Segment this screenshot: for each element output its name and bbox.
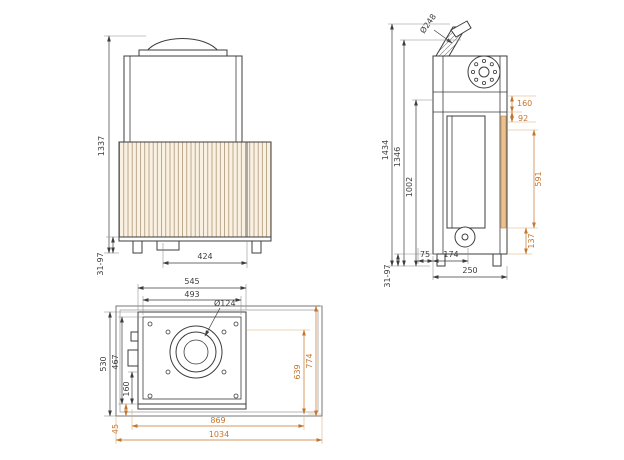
dim-plan-639: 639 <box>246 329 322 415</box>
plan-view: 545 493 Ø124 530 467 <box>99 277 323 444</box>
dim-front-foot-range: 31-97 <box>96 236 119 276</box>
dim-plan-160: 160 <box>122 371 138 405</box>
dim-side-1346-label: 1346 <box>393 147 402 167</box>
side-accent-strip <box>500 115 507 229</box>
dim-plan-639-label: 639 <box>293 364 302 379</box>
combustion-chamber <box>446 115 486 229</box>
dim-side-75-label: 75 <box>420 250 430 259</box>
dim-front-foot-range-label: 31-97 <box>96 252 105 275</box>
dim-side-1434-label: 1434 <box>381 140 390 160</box>
dim-plan-1034: 1034 <box>115 416 323 444</box>
dim-side-1434: 1434 <box>381 23 450 267</box>
dim-plan-774: 774 <box>305 305 322 417</box>
front-hood <box>123 55 243 143</box>
dim-plan-45: 45 <box>111 403 128 434</box>
dim-plan-530-label: 530 <box>99 356 108 371</box>
flue-cap <box>450 20 472 38</box>
dim-front-height-label: 1337 <box>97 136 106 156</box>
front-view: 1337 31-97 424 <box>96 35 272 276</box>
dim-side-137: 137 <box>507 227 536 255</box>
dim-side-1002: 1002 <box>405 99 433 267</box>
dim-plan-flue-diameter: Ø124 <box>204 298 236 337</box>
front-pleated-panel <box>118 141 272 238</box>
dim-plan-45-label: 45 <box>111 424 120 434</box>
dim-side-92-label: 92 <box>518 114 528 123</box>
dim-plan-869-label: 869 <box>210 416 225 425</box>
dim-side-174-label: 174 <box>443 250 458 259</box>
front-foot-right <box>251 240 262 254</box>
front-bracket <box>156 240 180 251</box>
front-foot-left <box>132 240 143 254</box>
dim-plan-869: 869 <box>131 409 305 430</box>
dim-side-flue-diameter-label: Ø248 <box>417 12 438 35</box>
side-view: Ø248 1434 1346 1002 31-97 <box>381 12 543 288</box>
front-collar <box>138 49 228 57</box>
plan-front-edge <box>137 403 247 410</box>
motor-box <box>127 349 139 367</box>
dim-plan-493-label: 493 <box>184 290 199 299</box>
dim-side-591: 591 <box>507 129 543 229</box>
dim-front-width-label: 424 <box>197 252 212 261</box>
dim-plan-160-label: 160 <box>122 381 131 396</box>
dim-plan-530: 530 <box>99 311 138 417</box>
dim-plan-774-label: 774 <box>305 353 314 368</box>
dim-plan-1034-label: 1034 <box>209 430 229 439</box>
dim-side-174: 174 <box>432 248 469 264</box>
dim-plan-flue-diameter-label: Ø124 <box>214 298 236 308</box>
dim-plan-545-label: 545 <box>184 277 199 286</box>
dim-plan-467-label: 467 <box>111 354 120 369</box>
dim-plan-467: 467 <box>111 316 143 405</box>
dim-side-160-label: 160 <box>517 99 532 108</box>
dim-side-foot-range: 31-97 <box>383 253 437 288</box>
dim-side-foot-range-label: 31-97 <box>383 264 392 287</box>
side-latch <box>130 331 139 342</box>
dim-side-250: 250 <box>432 256 508 280</box>
dim-front-width: 424 <box>162 241 248 268</box>
dim-side-1346: 1346 <box>393 39 461 267</box>
dim-side-591-label: 591 <box>534 171 543 186</box>
dim-side-75: 75 <box>417 248 434 264</box>
dim-plan-493: 493 <box>142 290 242 315</box>
dim-side-1002-label: 1002 <box>405 177 414 197</box>
dim-side-160: 160 <box>507 95 536 113</box>
dim-side-92: 92 <box>507 111 536 123</box>
side-foot-right <box>492 253 502 267</box>
dim-side-250-label: 250 <box>462 266 477 275</box>
dim-plan-545: 545 <box>137 277 247 310</box>
front-base-rail <box>118 236 272 242</box>
dim-side-137-label: 137 <box>527 233 536 248</box>
